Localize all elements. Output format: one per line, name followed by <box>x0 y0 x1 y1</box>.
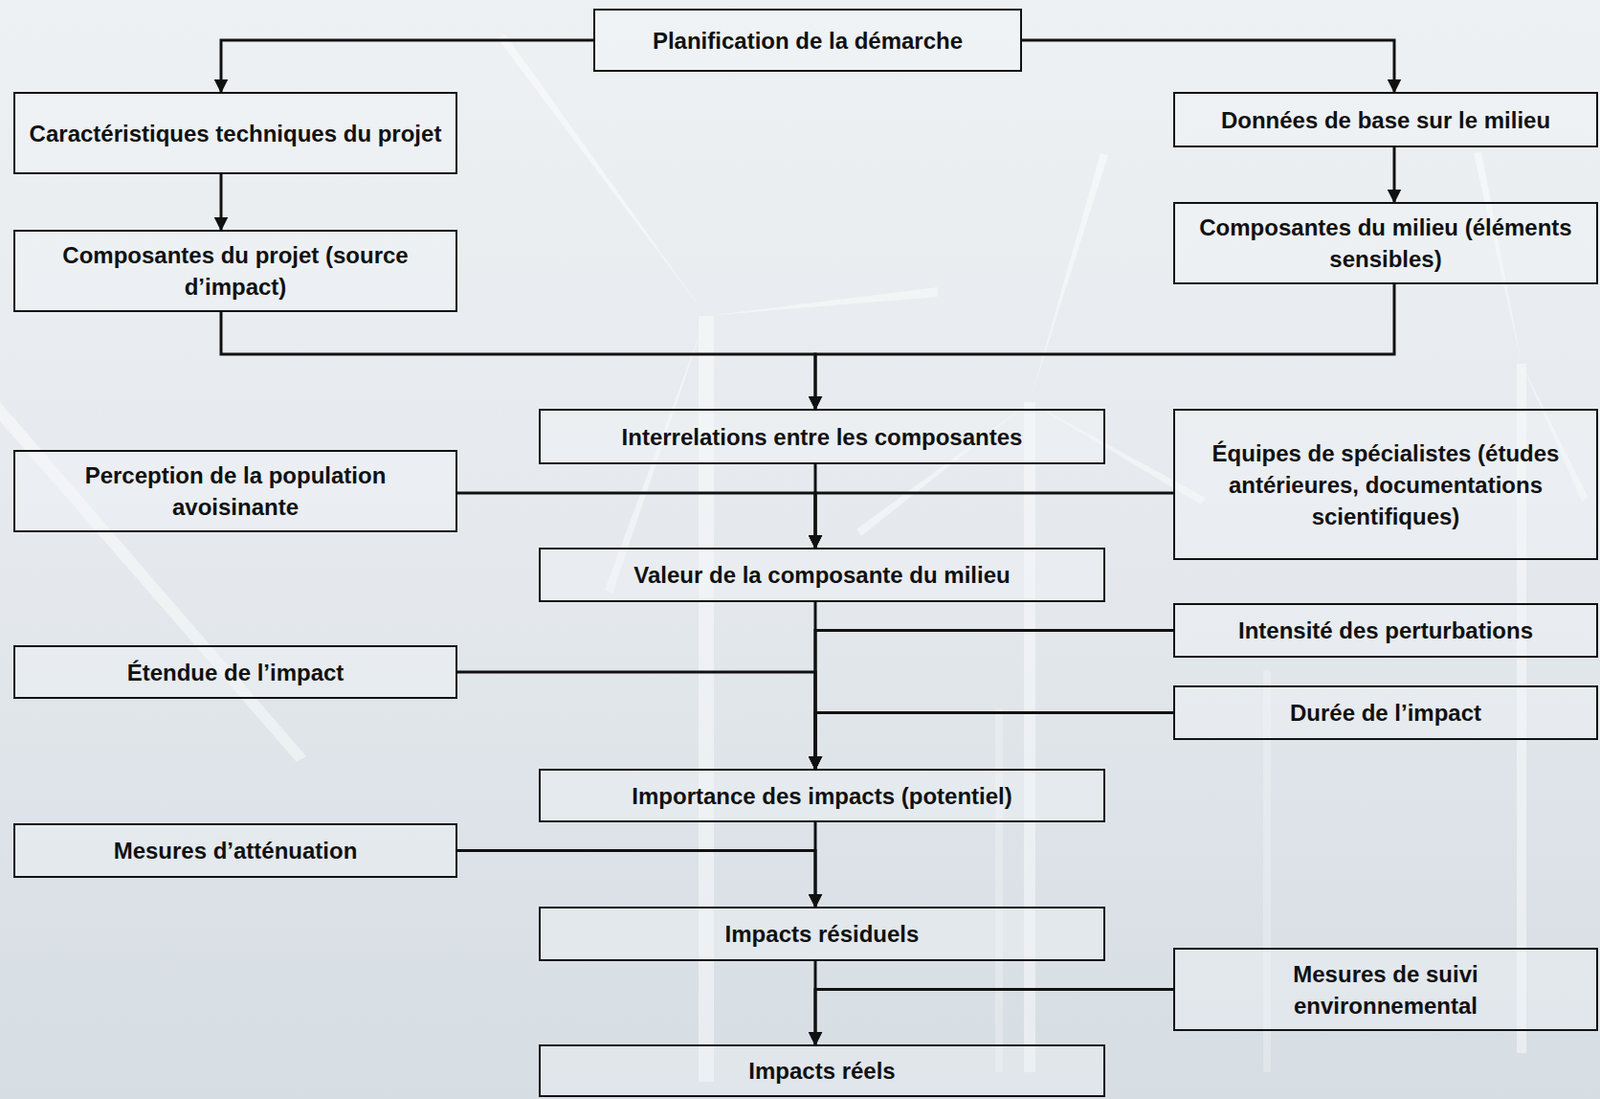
connector-arrow <box>221 311 816 409</box>
process-box: Composantes du projet (source d’impact) <box>13 229 458 312</box>
connector-arrow <box>457 850 816 908</box>
connector-arrow <box>815 284 1395 409</box>
process-box: Impacts résiduels <box>538 906 1106 961</box>
process-box: Caractéristiques techniques du projet <box>13 91 458 175</box>
connector-arrow <box>220 174 223 230</box>
box-label: Mesures d’atténuation <box>113 834 358 867</box>
box-label: Composantes du projet (source d’impact) <box>28 239 443 303</box>
box-label: Planification de la démarche <box>652 24 963 57</box>
process-box: Impacts réels <box>538 1044 1106 1097</box>
connector-arrow <box>1393 147 1397 202</box>
process-box: Données de base sur le milieu <box>1173 91 1599 148</box>
box-label: Durée de l’impact <box>1289 696 1482 729</box>
box-label: Équipes de spécialistes (études antérieu… <box>1188 437 1583 533</box>
box-label: Impacts résiduels <box>725 917 920 950</box>
connector-arrow <box>815 989 1174 1045</box>
box-label: Intensité des perturbations <box>1238 614 1534 646</box>
connector-arrow <box>221 40 594 92</box>
process-box: Mesures de suivi environnemental <box>1173 947 1599 1031</box>
connector-arrow <box>815 630 1174 770</box>
process-box: Planification de la démarche <box>593 8 1023 72</box>
process-box: Étendue de l’impact <box>13 644 458 699</box>
process-box: Durée de l’impact <box>1173 685 1599 740</box>
process-box: Interrelations entre les composantes <box>538 408 1106 465</box>
connector-arrow <box>457 671 816 769</box>
connector-arrow <box>815 492 1174 548</box>
process-box: Valeur de la composante du milieu <box>538 547 1106 602</box>
process-box: Intensité des perturbations <box>1173 602 1599 658</box>
process-box: Perception de la population avoisinante <box>13 449 458 533</box>
process-box: Équipes de spécialistes (études antérieu… <box>1173 408 1599 560</box>
process-box: Composantes du milieu (éléments sensible… <box>1173 201 1599 285</box>
box-label: Caractéristiques techniques du projet <box>29 117 443 150</box>
box-label: Impacts réels <box>748 1054 895 1087</box>
box-label: Importance des impacts (potentiel) <box>631 779 1012 812</box>
connector-arrow <box>1022 40 1395 92</box>
box-label: Étendue de l’impact <box>127 656 345 689</box>
box-label: Données de base sur le milieu <box>1221 104 1551 136</box>
connector-arrow <box>457 492 816 548</box>
process-box: Importance des impacts (potentiel) <box>538 768 1106 823</box>
box-label: Mesures de suivi environnemental <box>1222 957 1549 1022</box>
box-label: Valeur de la composante du milieu <box>633 558 1010 591</box>
box-label: Perception de la population avoisinante <box>28 459 443 523</box>
box-label: Interrelations entre les composantes <box>622 421 1023 453</box>
process-box: Mesures d’atténuation <box>13 822 458 878</box>
connector-arrow <box>815 712 1174 770</box>
box-label: Composantes du milieu (éléments sensible… <box>1188 211 1583 275</box>
